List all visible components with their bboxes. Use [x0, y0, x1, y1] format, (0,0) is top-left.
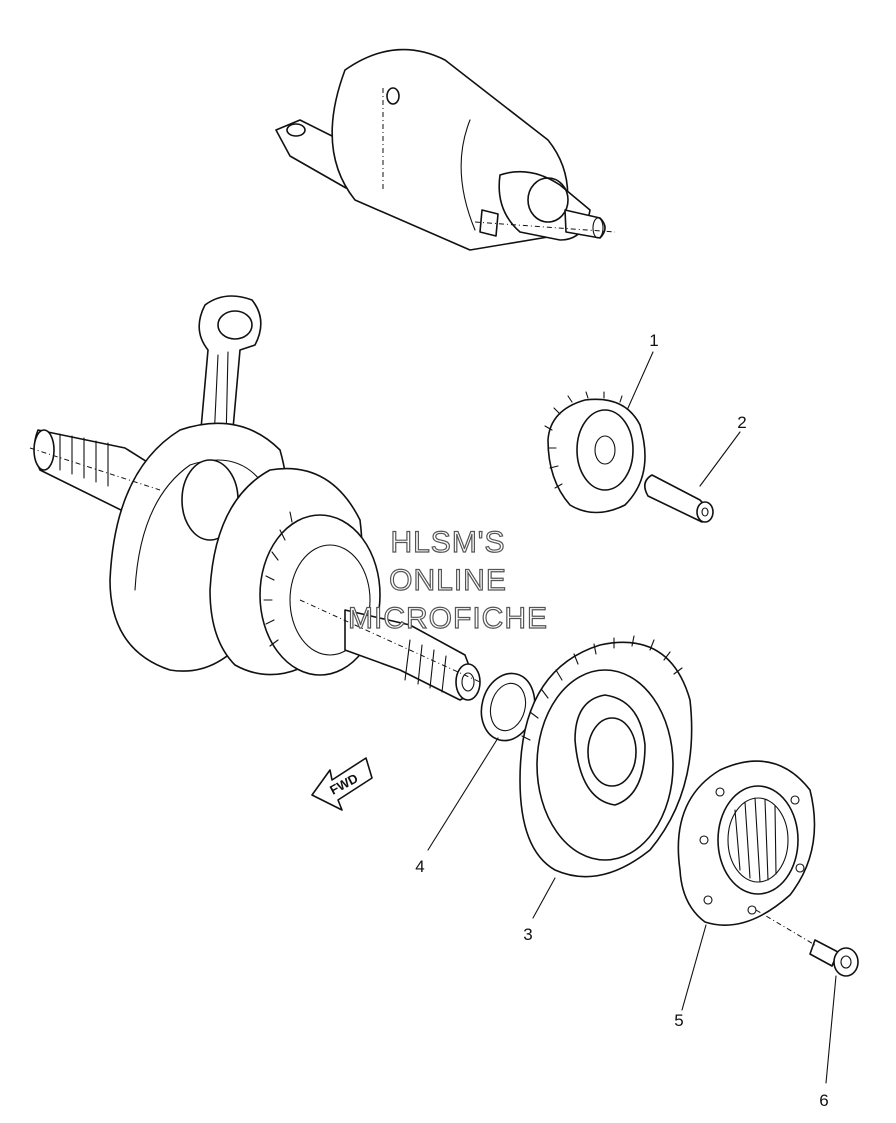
bolt-axis: [755, 909, 816, 946]
watermark-line-2: ONLINE: [389, 564, 507, 597]
callout-5: 5: [674, 1011, 683, 1030]
one-way-clutch: [677, 760, 816, 926]
leader-5: [681, 924, 707, 1011]
callout-1: 1: [649, 331, 658, 350]
leader-4: [427, 737, 499, 851]
fwd-arrow-icon: FWD: [311, 757, 373, 811]
watermark: HLSM'S ONLINE MICROFICHE: [347, 525, 548, 635]
watermark-line-1: HLSM'S: [390, 526, 505, 559]
bolt: [809, 939, 859, 977]
watermark-line-3: MICROFICHE: [348, 602, 548, 635]
idler-gear: [544, 391, 646, 514]
starter-wheel-gear: [519, 635, 693, 878]
leader-3: [532, 877, 556, 919]
callout-4: 4: [415, 857, 424, 876]
starter-motor: [275, 48, 616, 251]
callout-6: 6: [819, 1091, 828, 1110]
crankshaft: [29, 295, 481, 701]
callout-2: 2: [737, 413, 746, 432]
leader-6: [825, 975, 837, 1084]
idler-shaft: [644, 474, 714, 523]
leader-1: [627, 351, 654, 409]
leader-2: [699, 431, 741, 487]
callout-3: 3: [523, 925, 532, 944]
